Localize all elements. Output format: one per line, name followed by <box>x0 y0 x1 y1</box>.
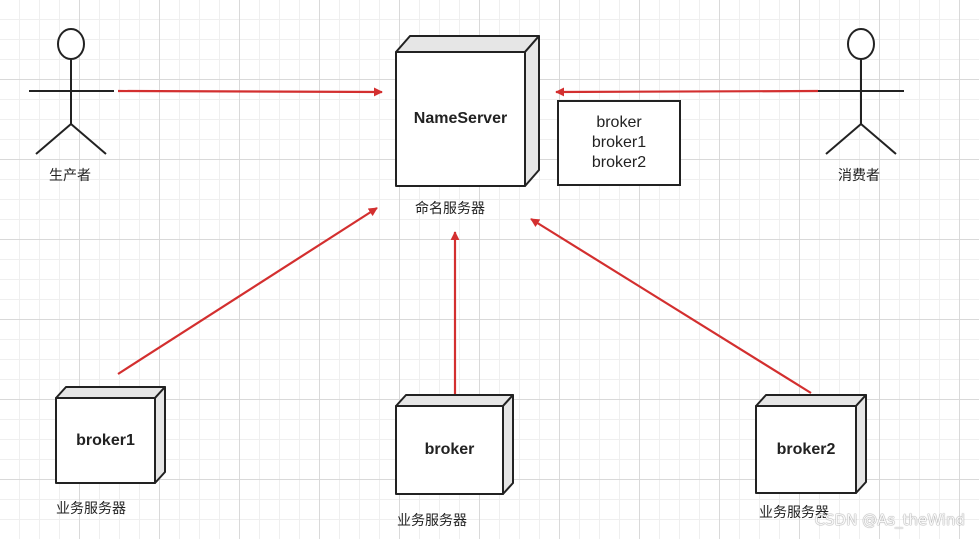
broker2-node <box>755 394 867 494</box>
nameserver-caption: 命名服务器 <box>415 201 485 217</box>
broker2-caption: 业务服务器 <box>759 505 829 521</box>
broker1-title: broker1 <box>76 432 135 449</box>
broker1-node <box>55 386 166 484</box>
broker2-to-nameserver-arrow <box>530 218 812 394</box>
watermark: CSDN @As_theWind <box>814 511 965 529</box>
consumer-to-nameserver-arrow <box>555 87 819 97</box>
producer-actor-icon <box>29 28 114 155</box>
producer-label: 生产者 <box>49 168 91 184</box>
broker-list-item: broker <box>596 114 642 131</box>
broker1-caption: 业务服务器 <box>56 501 126 517</box>
nameserver-node <box>395 35 540 187</box>
broker-list-item: broker1 <box>591 134 647 151</box>
broker-list-box: broker broker1 broker2 <box>557 100 681 186</box>
producer-to-nameserver-arrow <box>117 87 383 97</box>
broker-list-item: broker2 <box>591 154 647 171</box>
broker2-title: broker2 <box>776 441 836 458</box>
broker1-to-nameserver-arrow <box>117 207 378 375</box>
consumer-label: 消费者 <box>838 168 880 184</box>
broker-node <box>395 394 514 495</box>
consumer-actor-icon <box>818 28 904 155</box>
broker-title: broker <box>424 441 475 458</box>
broker-caption: 业务服务器 <box>397 513 467 529</box>
nameserver-title: NameServer <box>413 110 508 127</box>
